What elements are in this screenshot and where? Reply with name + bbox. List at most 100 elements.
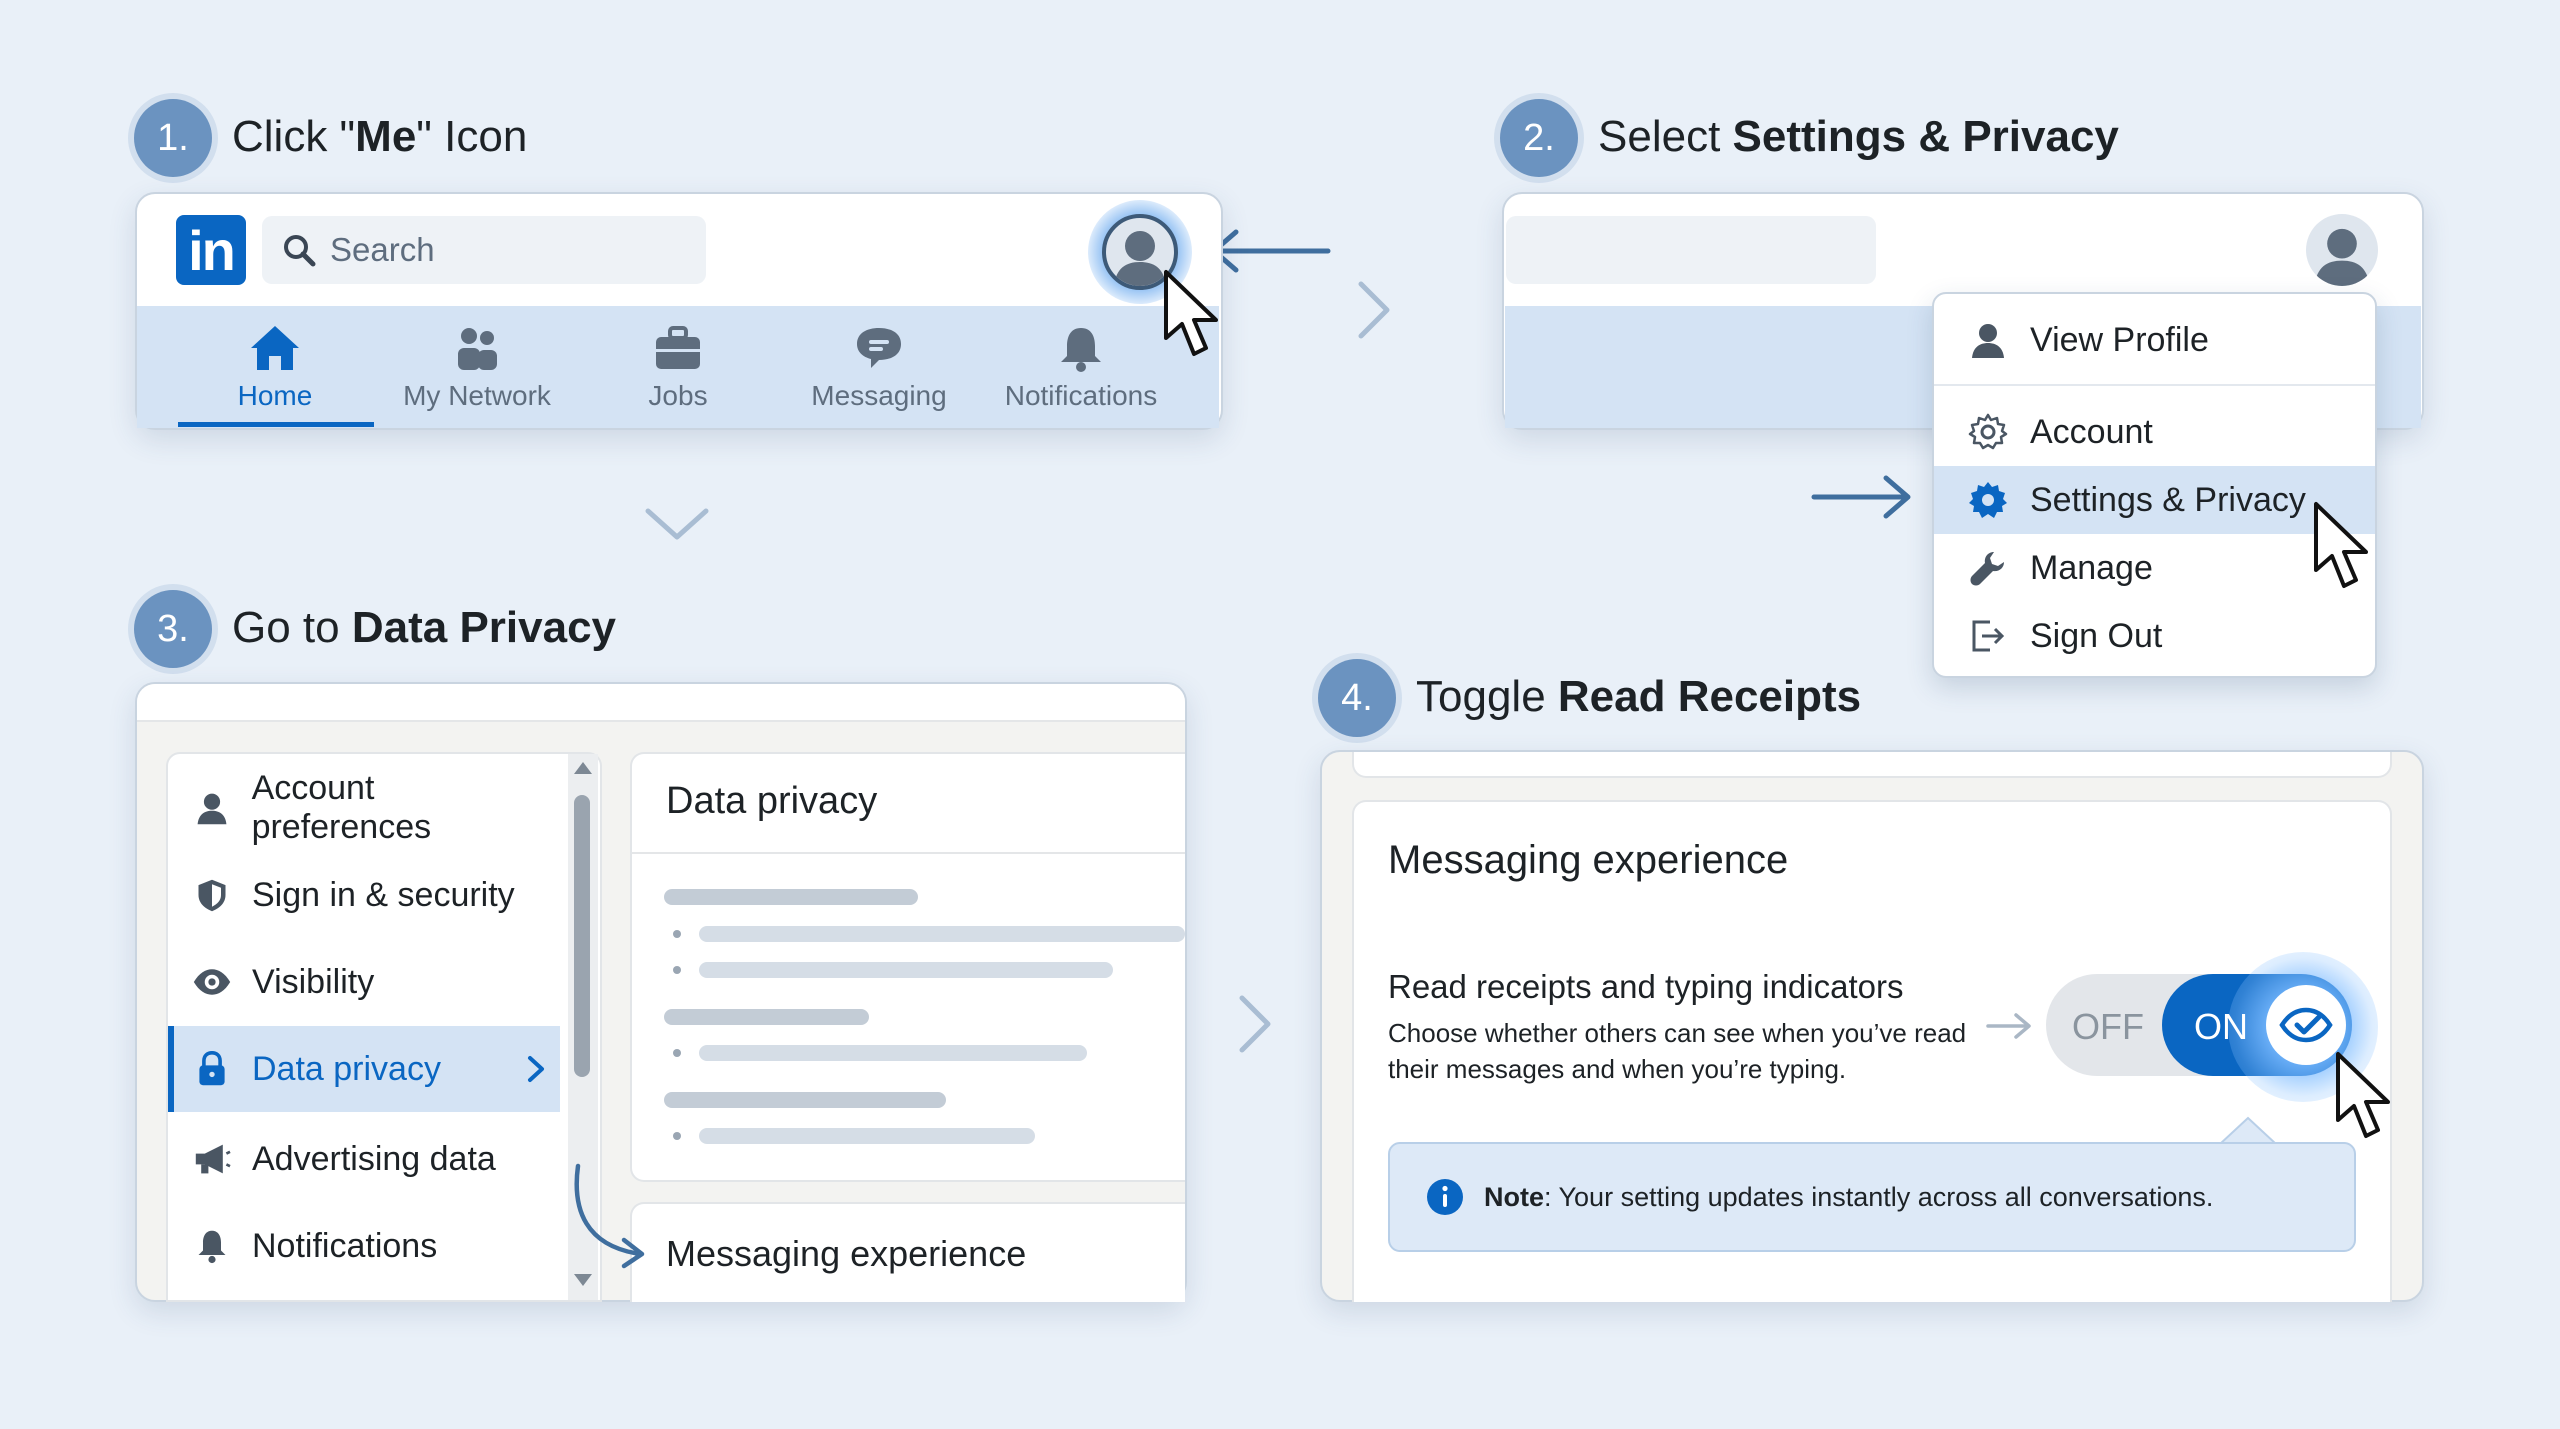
section-title: Messaging experience bbox=[1388, 838, 1789, 882]
messaging-experience-section[interactable] bbox=[630, 1202, 1185, 1302]
scroll-down-arrow-icon[interactable] bbox=[572, 1272, 594, 1288]
skeleton-line bbox=[699, 926, 1185, 942]
setting-description-line2: their messages and when you’re typing. bbox=[1388, 1054, 1847, 1084]
megaphone-icon bbox=[195, 1144, 231, 1174]
nav-label-my-network: My Network bbox=[403, 380, 551, 411]
setting-title: Read receipts and typing indicators bbox=[1388, 968, 1904, 1005]
skeleton-line bbox=[664, 889, 918, 905]
sidebar-item-label: Advertising data bbox=[252, 1139, 496, 1178]
step-1-badge: 1. bbox=[134, 99, 212, 177]
page-top-bar bbox=[137, 684, 1185, 722]
bell-icon bbox=[198, 1230, 226, 1264]
chevron-right-icon bbox=[1358, 281, 1390, 339]
content-title: Data privacy bbox=[666, 780, 878, 822]
skeleton-line bbox=[699, 1045, 1087, 1061]
menu-divider bbox=[1934, 384, 2375, 386]
step-1-title: Click "Me" Icon bbox=[232, 112, 528, 161]
search-placeholder-bar bbox=[1506, 216, 1876, 284]
chevron-right-icon bbox=[1239, 995, 1271, 1053]
note-text: Note: Your setting updates instantly acr… bbox=[1484, 1181, 2214, 1212]
search-input[interactable]: Search bbox=[262, 216, 706, 284]
scrollbar-thumb[interactable] bbox=[574, 795, 590, 1077]
sidebar-item-advertising-data[interactable]: Advertising data bbox=[168, 1116, 560, 1202]
search-icon bbox=[284, 235, 316, 267]
sign-out-icon bbox=[1972, 620, 2005, 652]
arrow-right-icon bbox=[1986, 1013, 2031, 1039]
bullet bbox=[673, 1049, 681, 1057]
section-link-messaging-experience[interactable]: Messaging experience bbox=[666, 1233, 1027, 1274]
me-avatar[interactable] bbox=[2306, 214, 2378, 286]
chevron-right-icon bbox=[528, 1056, 544, 1082]
step-2-badge: 2. bbox=[1500, 99, 1578, 177]
sidebar-item-label: Data privacy bbox=[252, 1049, 441, 1088]
cursor-icon bbox=[2336, 1052, 2390, 1138]
nav-item-messaging[interactable]: Messaging bbox=[784, 320, 974, 412]
bell-icon bbox=[1061, 328, 1101, 372]
step-3-title: Go to Data Privacy bbox=[232, 603, 617, 652]
eye-icon bbox=[193, 969, 231, 995]
bullet bbox=[673, 966, 681, 974]
bullet bbox=[673, 1132, 681, 1140]
nav-label-home: Home bbox=[237, 380, 313, 411]
nav-label-messaging: Messaging bbox=[811, 380, 947, 411]
skeleton-line bbox=[664, 1092, 946, 1108]
arrow-right-icon bbox=[1811, 475, 1911, 519]
home-icon bbox=[251, 326, 299, 370]
nav-item-jobs[interactable]: Jobs bbox=[583, 320, 773, 412]
menu-label: Account bbox=[2030, 412, 2153, 451]
info-icon bbox=[1427, 1179, 1463, 1215]
nav-label-jobs: Jobs bbox=[648, 380, 708, 411]
sidebar-item-label: Visibility bbox=[252, 962, 375, 1001]
nav-item-home[interactable]: Home bbox=[180, 320, 370, 412]
nav-active-indicator bbox=[178, 422, 374, 427]
menu-item-sign-out[interactable]: Sign Out bbox=[1934, 602, 2375, 670]
me-dropdown-menu: View Profile Account Settings & Privacy … bbox=[1932, 292, 2377, 678]
bullet bbox=[673, 930, 681, 938]
previous-card-edge bbox=[1352, 752, 2392, 778]
skeleton-line bbox=[699, 1128, 1035, 1144]
setting-description-line1: Choose whether others can see when you’v… bbox=[1388, 1018, 1967, 1048]
sidebar-item-visibility[interactable]: Visibility bbox=[168, 939, 560, 1025]
skeleton-line bbox=[664, 1009, 869, 1025]
skeleton-line bbox=[699, 962, 1113, 978]
sidebar-item-sign-in-security[interactable]: Sign in & security bbox=[168, 852, 560, 938]
chevron-down-icon bbox=[645, 508, 709, 540]
menu-label: Manage bbox=[2030, 548, 2153, 587]
sidebar-item-label: Sign in & security bbox=[252, 875, 515, 914]
user-icon bbox=[1114, 231, 1166, 286]
scroll-up-arrow-icon[interactable] bbox=[572, 760, 594, 776]
sidebar-item-notifications[interactable]: Notifications bbox=[168, 1203, 560, 1289]
menu-label: View Profile bbox=[2030, 320, 2209, 359]
search-placeholder: Search bbox=[330, 231, 435, 268]
lock-icon bbox=[199, 1050, 225, 1086]
toggle-knob[interactable] bbox=[2266, 985, 2346, 1065]
linkedin-logo[interactable]: in bbox=[176, 215, 246, 285]
content-divider bbox=[632, 852, 1185, 854]
toggle-off-label: OFF bbox=[2072, 1006, 2144, 1047]
chat-bubble-icon bbox=[857, 328, 901, 368]
nav-item-my-network[interactable]: My Network bbox=[382, 320, 572, 412]
sidebar-item-label: Notifications bbox=[252, 1226, 438, 1265]
gear-outline-icon bbox=[1968, 413, 2008, 450]
note-box: Note: Your setting updates instantly acr… bbox=[1388, 1142, 2356, 1252]
step-4-title: Toggle Read Receipts bbox=[1416, 672, 1862, 721]
menu-label: Settings & Privacy bbox=[2030, 480, 2306, 519]
step-2-title: Select Settings & Privacy bbox=[1598, 112, 2119, 161]
nav-item-notifications[interactable]: Notifications bbox=[986, 320, 1176, 412]
shield-icon bbox=[198, 879, 226, 912]
gear-icon bbox=[1969, 482, 2007, 518]
menu-item-view-profile[interactable]: View Profile bbox=[1934, 306, 2375, 374]
user-icon bbox=[197, 793, 227, 825]
user-icon bbox=[2314, 228, 2370, 286]
cursor-icon bbox=[2314, 502, 2368, 588]
sidebar-item-data-privacy[interactable]: Data privacy bbox=[168, 1026, 560, 1112]
menu-item-account[interactable]: Account bbox=[1934, 398, 2375, 466]
menu-item-settings-privacy[interactable]: Settings & Privacy bbox=[1934, 466, 2375, 534]
sidebar-item-account-preferences[interactable]: Account preferences bbox=[168, 765, 560, 851]
step-4-badge: 4. bbox=[1318, 659, 1396, 737]
menu-item-manage[interactable]: Manage bbox=[1934, 534, 2375, 602]
toggle-on-label: ON bbox=[2194, 1006, 2248, 1047]
menu-label: Sign Out bbox=[2030, 616, 2163, 655]
sidebar-item-label: Account preferences bbox=[251, 769, 432, 846]
nav-label-notifications: Notifications bbox=[1004, 380, 1158, 411]
